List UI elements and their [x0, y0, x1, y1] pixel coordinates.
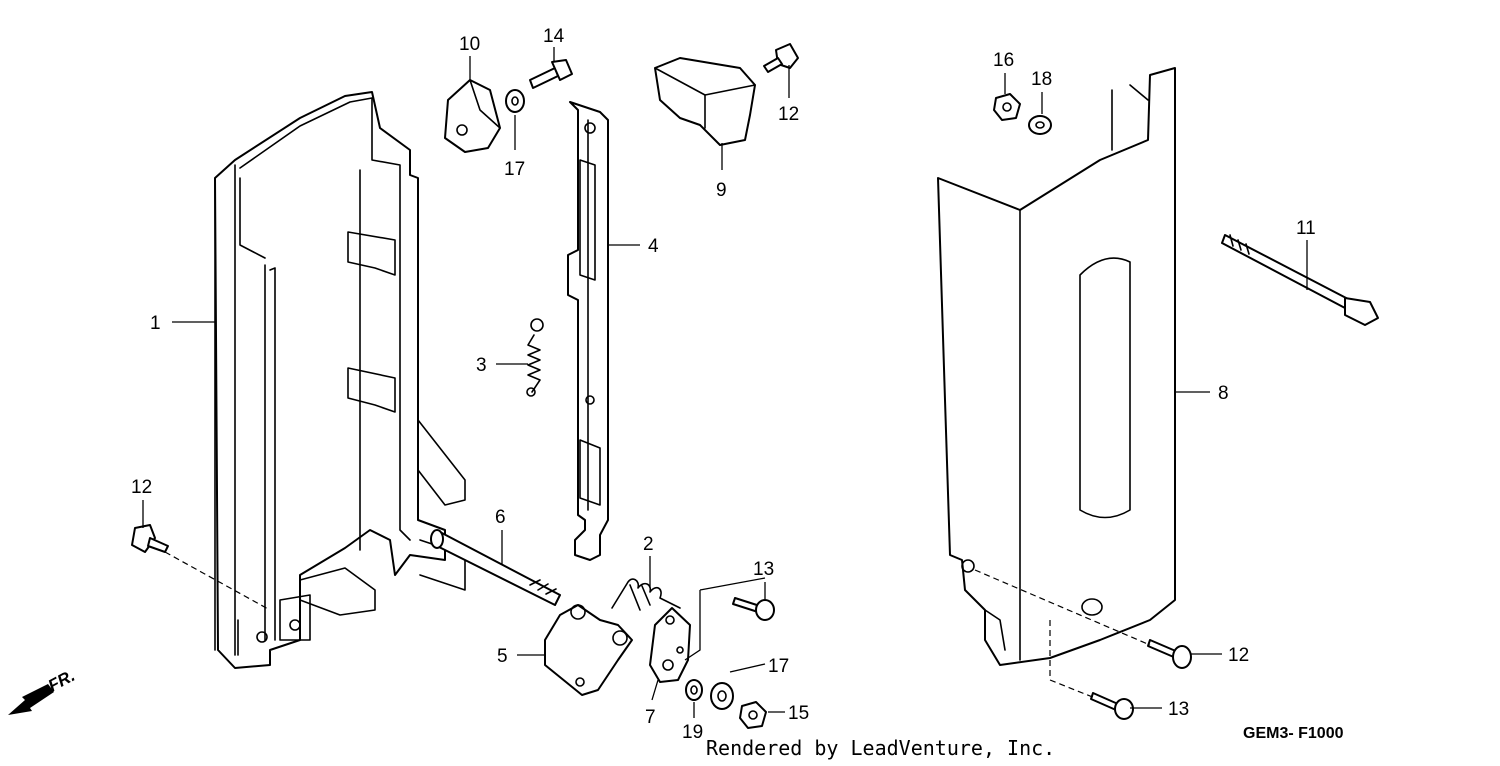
- leader-lines: [142, 47, 1308, 718]
- part-3-extension-spring: [526, 318, 544, 397]
- part-6-shaft: [430, 529, 561, 606]
- part-14-screw: [529, 59, 573, 89]
- callout-16: 16: [993, 50, 1014, 71]
- callout-12-left: 12: [131, 477, 152, 498]
- part-13-screw-center: [732, 597, 775, 621]
- part-19-washer: [685, 679, 703, 701]
- part-10-cam-bracket: [444, 79, 501, 153]
- callout-19: 19: [682, 722, 703, 743]
- part-12-screw-top: [763, 43, 799, 73]
- part-13-screw-right: [1090, 692, 1134, 720]
- front-direction-arrow: FR.: [8, 666, 78, 715]
- callout-6: 6: [495, 507, 506, 528]
- diagram-code: GEM3- F1000: [1243, 725, 1344, 742]
- part-1-left-cover: [214, 91, 466, 669]
- callout-12-right: 12: [1228, 645, 1249, 666]
- callout-3: 3: [476, 355, 487, 376]
- part-7-lever-plate: [649, 607, 691, 683]
- part-5-bracket-plate: [544, 604, 633, 696]
- callout-18: 18: [1031, 69, 1052, 90]
- callout-8: 8: [1218, 383, 1229, 404]
- credit-text: Rendered by LeadVenture, Inc.: [706, 736, 1055, 760]
- part-15-nut: [739, 701, 767, 729]
- part-8-right-cover: [937, 67, 1176, 666]
- callout-2: 2: [643, 534, 654, 555]
- part-12-screw-right: [1147, 639, 1192, 669]
- part-9-cap: [654, 57, 756, 146]
- part-18-washer: [1028, 115, 1052, 135]
- callout-7: 7: [645, 707, 656, 728]
- part-2-torsion-spring: [611, 578, 681, 611]
- callout-5: 5: [497, 646, 508, 667]
- part-11-long-bolt: [1221, 234, 1379, 326]
- callout-17-top: 17: [504, 159, 525, 180]
- callout-1: 1: [150, 313, 161, 334]
- part-17-washer-top: [505, 89, 525, 113]
- part-4-slider-plate: [567, 101, 609, 561]
- part-17-washer-bottom: [710, 682, 734, 710]
- callout-12-top: 12: [778, 104, 799, 125]
- part-16-nut: [993, 93, 1021, 121]
- callout-13-center: 13: [753, 559, 774, 580]
- callout-15: 15: [788, 703, 809, 724]
- callout-17-bottom: 17: [768, 656, 789, 677]
- callout-9: 9: [716, 180, 727, 201]
- callout-4: 4: [648, 236, 659, 257]
- callout-14: 14: [543, 26, 565, 47]
- part-12-screw-left: [131, 524, 169, 553]
- callout-11: 11: [1296, 218, 1316, 239]
- callout-13-right: 13: [1168, 699, 1189, 720]
- callout-10: 10: [459, 34, 480, 55]
